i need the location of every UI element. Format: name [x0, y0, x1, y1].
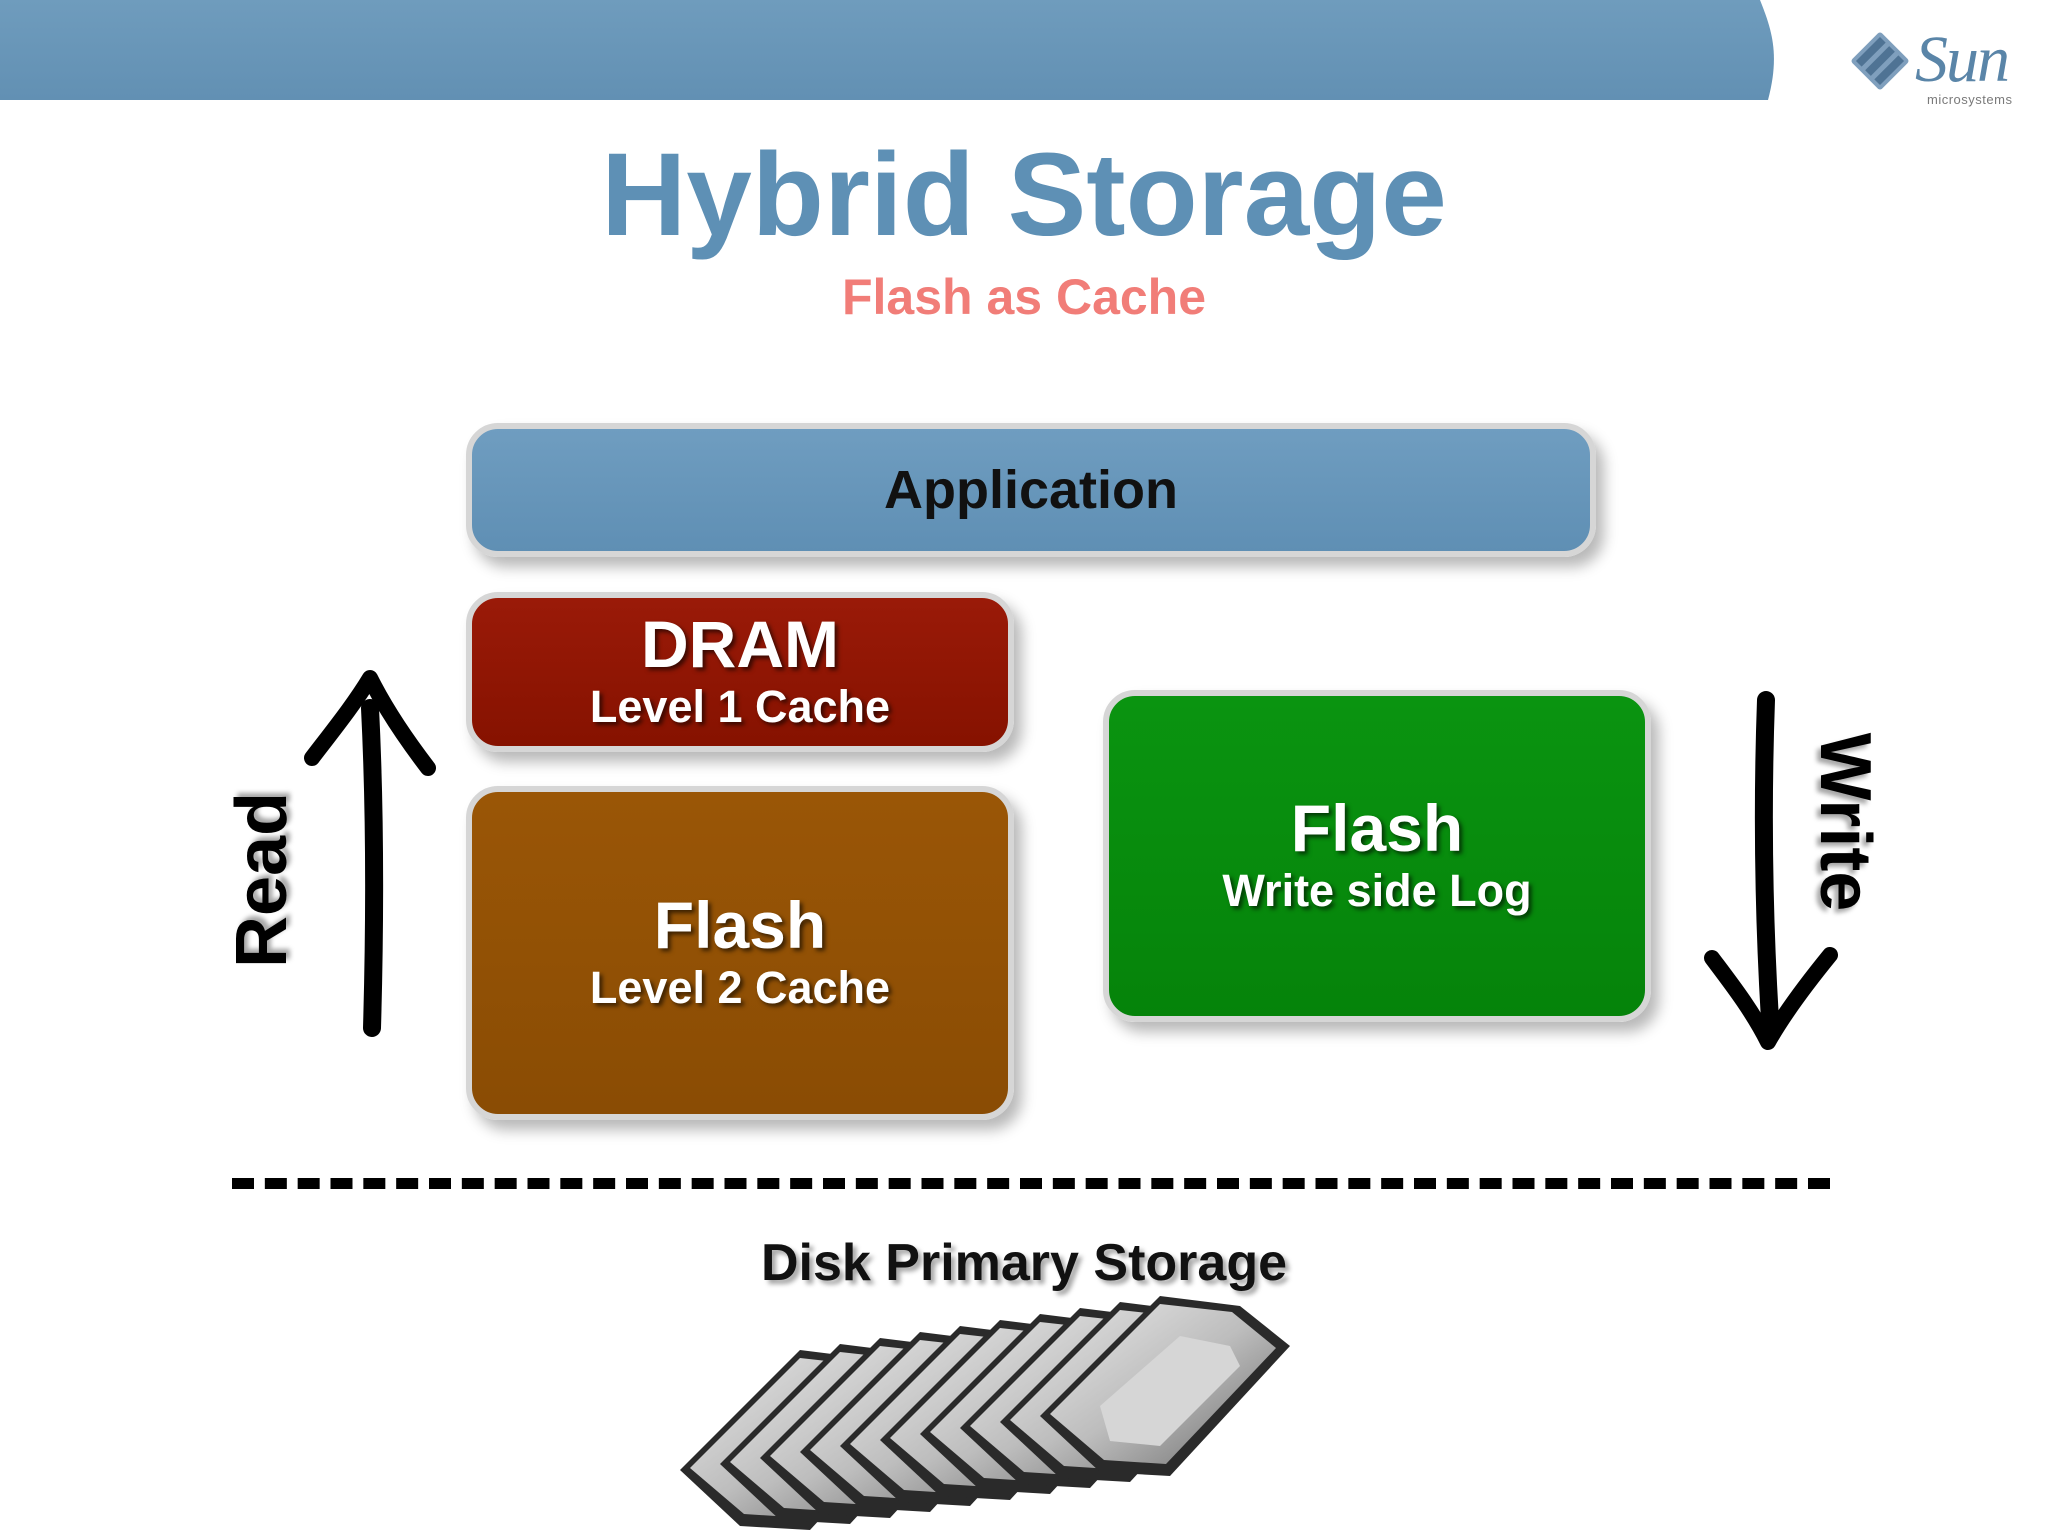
application-box: Application: [466, 423, 1596, 557]
flash-write-title: Flash: [1290, 791, 1464, 866]
up-arrow-icon: [304, 670, 436, 1037]
sun-logo: Sun microsystems: [1845, 18, 2025, 108]
flash-l2-subtitle: Level 2 Cache: [589, 961, 891, 1013]
page-subtitle: Flash as Cache: [841, 269, 1207, 325]
flash-write-box: Flash Write side Log: [1103, 690, 1651, 1022]
application-label: Application: [884, 460, 1178, 520]
dram-subtitle: Level 1 Cache: [589, 680, 891, 732]
dram-box: DRAM Level 1 Cache: [466, 592, 1014, 752]
dashed-divider: [232, 1178, 1830, 1189]
hard-disk-drive-icon: [680, 1296, 1290, 1530]
logo-text: Sun: [1915, 23, 2010, 96]
flash-write-subtitle: Write side Log: [1222, 864, 1532, 916]
dram-title: DRAM: [641, 607, 839, 682]
logo-subtext: microsystems: [1927, 92, 2013, 107]
down-arrow-icon: [1704, 691, 1838, 1050]
flash-l2-title: Flash: [653, 888, 827, 963]
sun-logo-icon: [1851, 32, 1909, 90]
page-title: Hybrid Storage: [601, 129, 1447, 261]
header-bar: [0, 0, 1774, 100]
read-label: Read: [222, 791, 302, 969]
disk-storage-label: Disk Primary Storage: [760, 1234, 1288, 1292]
flash-l2-box: Flash Level 2 Cache: [466, 786, 1014, 1120]
